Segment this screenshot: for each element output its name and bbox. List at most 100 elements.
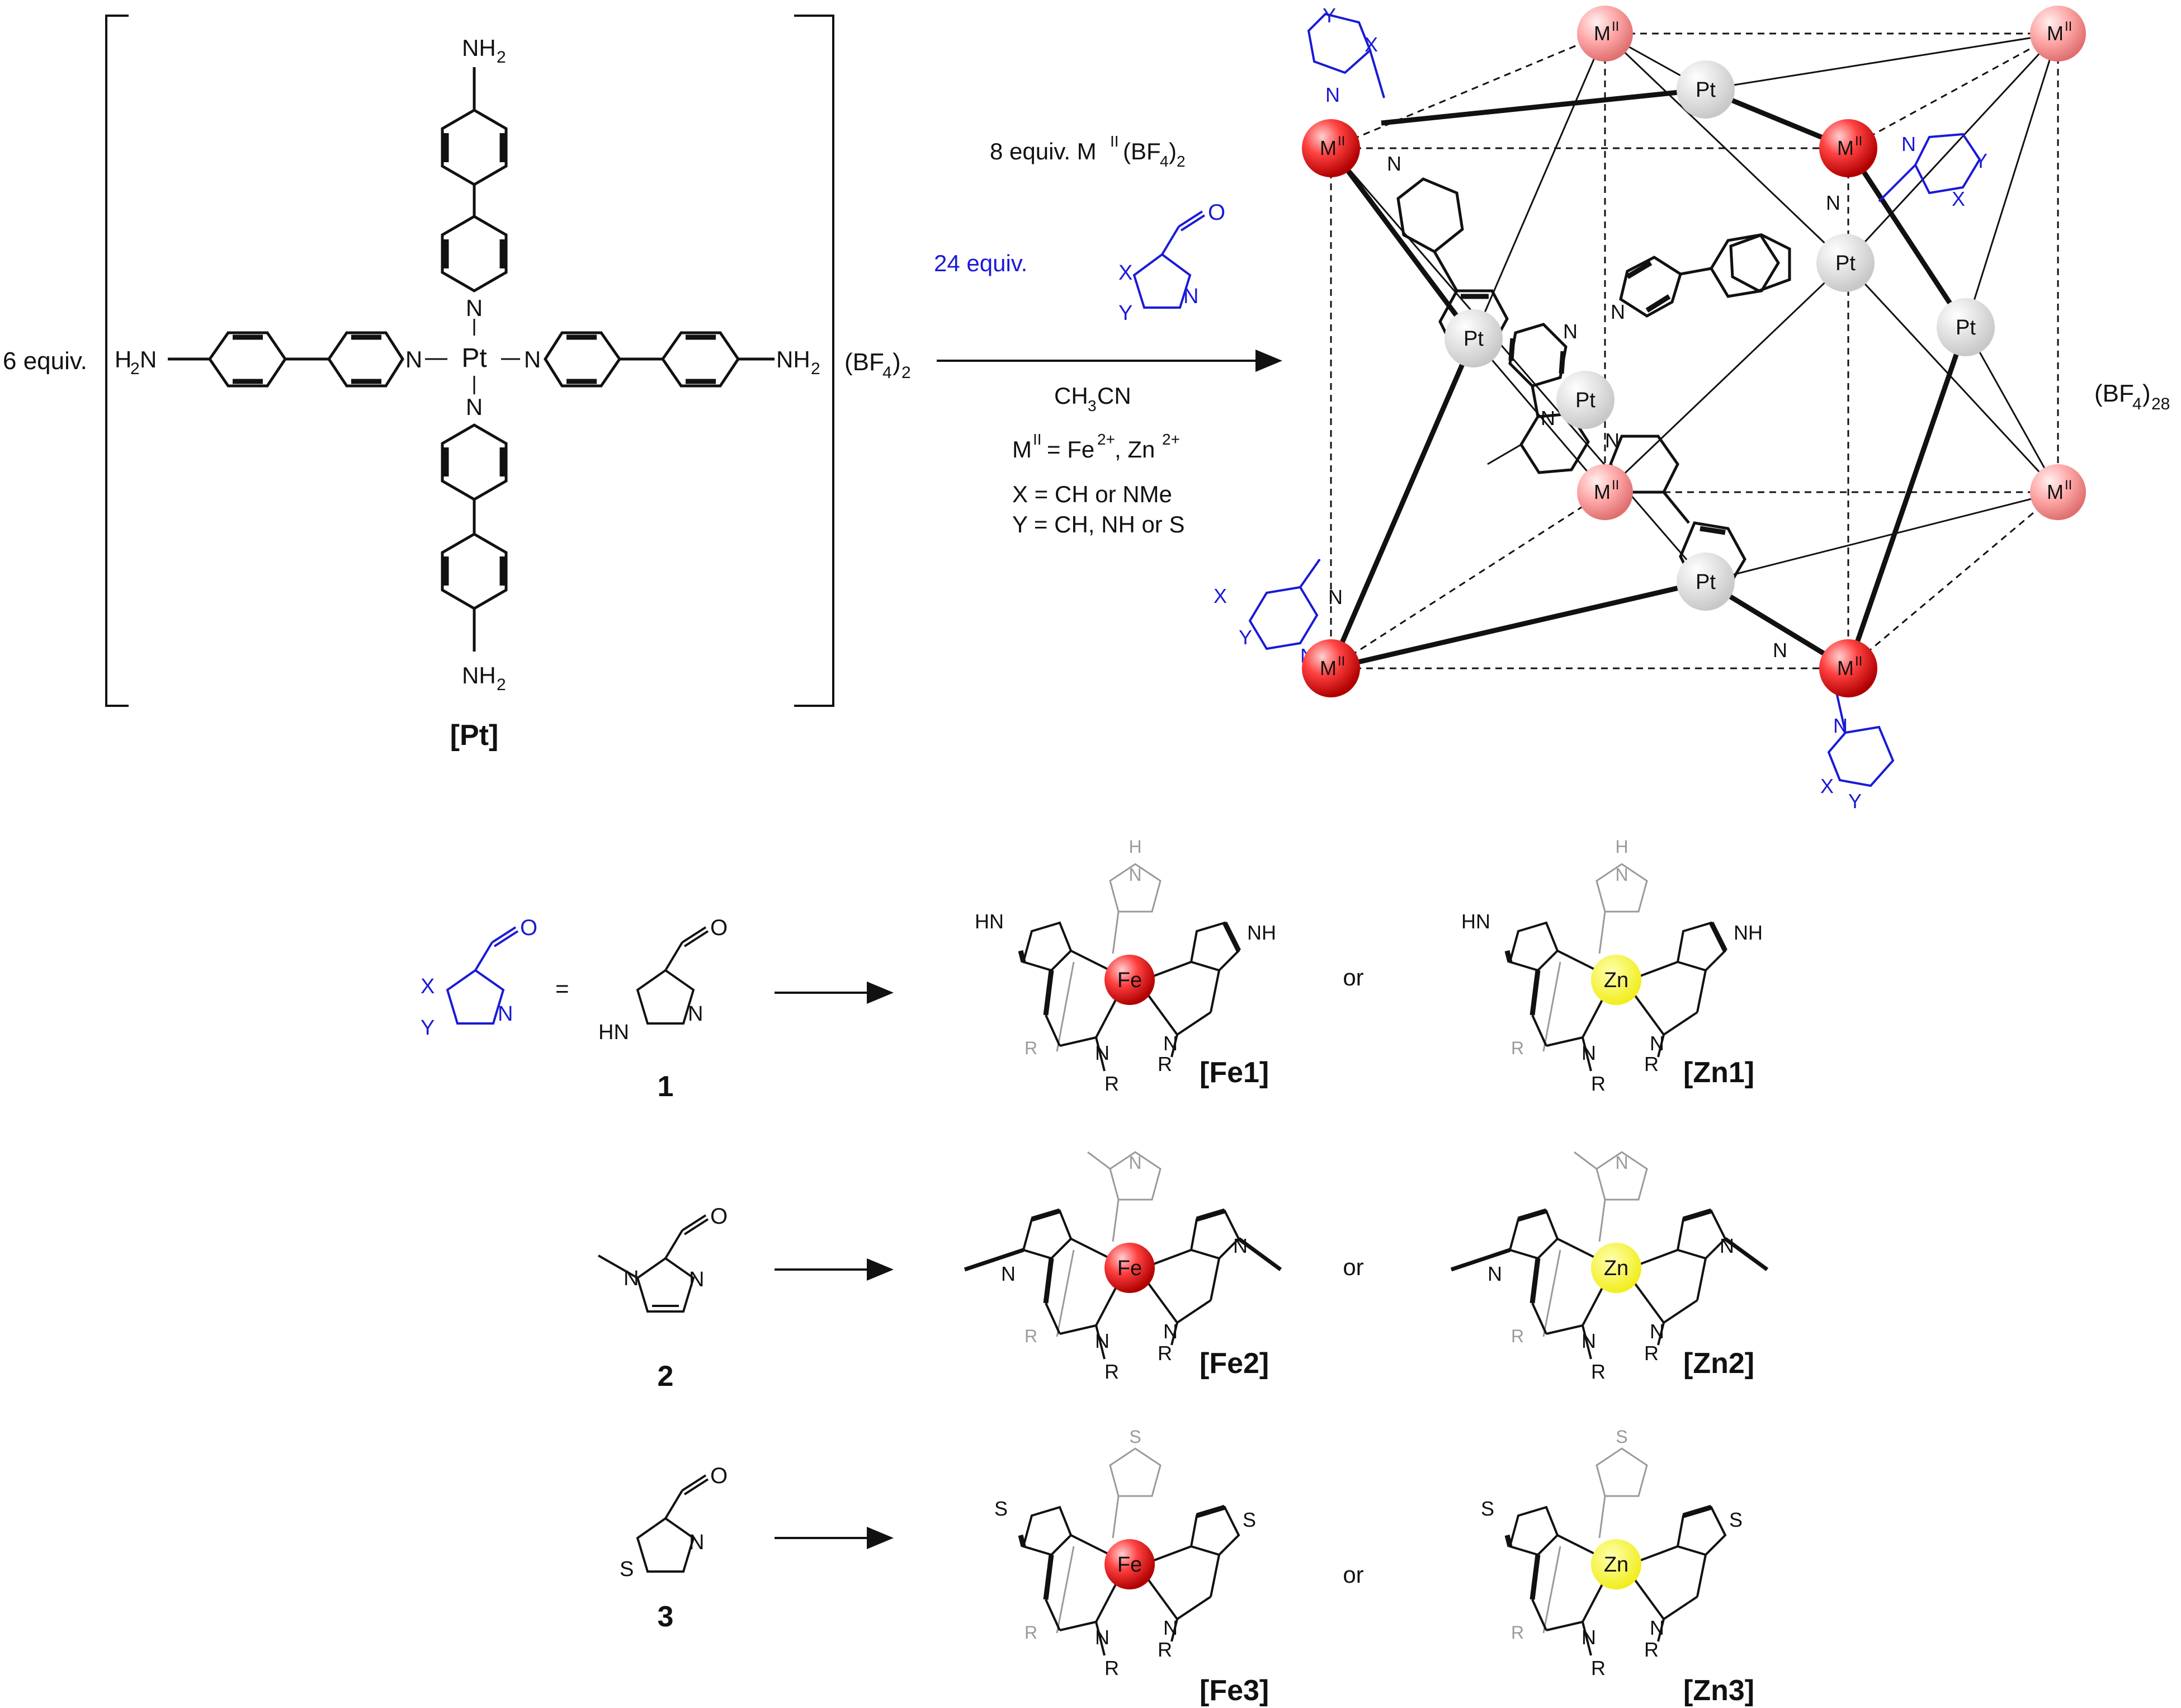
metal-def-rest: = Fe xyxy=(1047,436,1094,463)
generic-x: X xyxy=(1118,261,1132,285)
fe3-symbol: Fe xyxy=(1117,1553,1142,1577)
counterion-bf4-2: (BF xyxy=(844,348,884,376)
cage-y-4: Y xyxy=(1848,790,1862,813)
svg-text:NH: NH xyxy=(1734,921,1763,944)
svg-text:N: N xyxy=(1650,1616,1664,1639)
svg-text:II: II xyxy=(1338,134,1345,149)
svg-text:R: R xyxy=(1104,1072,1119,1095)
svg-text:R: R xyxy=(1104,1360,1119,1383)
cage-x-2: X xyxy=(1952,187,1965,210)
svg-text:R: R xyxy=(1644,1342,1659,1365)
svg-text:M: M xyxy=(1320,657,1337,680)
counterion-bf4-28-end: ) xyxy=(2142,380,2151,407)
zn2-symbol: Zn xyxy=(1604,1257,1628,1280)
svg-text:S: S xyxy=(1243,1508,1256,1531)
svg-text:HN: HN xyxy=(975,910,1004,933)
left-bracket xyxy=(105,15,129,707)
reagent-metal-sub4: 4 xyxy=(1160,153,1169,170)
svg-text:II: II xyxy=(1612,19,1619,34)
nh2-top: NH xyxy=(462,35,496,61)
m-node-front-bottom-left xyxy=(1302,639,1360,697)
complex-zn2: Zn N N N R N R N R [Zn2] xyxy=(1450,1151,1769,1383)
cage-py-n-1: N xyxy=(1563,320,1578,343)
svg-text:M: M xyxy=(2047,480,2064,503)
svg-text:R: R xyxy=(1025,1038,1037,1058)
zn3-label: [Zn3] xyxy=(1683,1674,1754,1707)
compound-number-2: 2 xyxy=(658,1360,674,1393)
svg-text:N: N xyxy=(1582,1329,1596,1352)
metal-def-zn: , Zn xyxy=(1115,436,1155,463)
pt-text-center: Pt xyxy=(1575,389,1595,412)
complex-fe2: Fe N N N R N R N R [Fe2] xyxy=(964,1151,1282,1383)
h2n-left-n: N xyxy=(140,346,157,372)
m-node-front-top-right xyxy=(1819,119,1877,177)
or-row-3: or xyxy=(1343,1561,1363,1588)
cage-py-n-3: N xyxy=(1541,407,1555,430)
cage-n-2: N xyxy=(1901,133,1916,155)
aldehyde-1-n: N xyxy=(688,1002,703,1026)
key-y: Y xyxy=(421,1016,435,1040)
svg-text:N: N xyxy=(1163,1616,1178,1639)
svg-text:N: N xyxy=(1650,1032,1664,1055)
pt-text-top: Pt xyxy=(1696,78,1716,102)
cage-ligand-strut-5 xyxy=(1729,233,1791,292)
cage-ligand-strut-2 xyxy=(1619,233,1780,318)
x-def: X = CH or NMe xyxy=(1012,481,1172,507)
svg-text:R: R xyxy=(1591,1657,1606,1679)
svg-text:II: II xyxy=(2065,478,2072,493)
svg-text:M: M xyxy=(2047,22,2064,45)
n-top: N xyxy=(466,295,483,321)
metal-def-fe-sup: 2+ xyxy=(1097,431,1115,448)
svg-text:R: R xyxy=(1158,1342,1172,1365)
pt-node-center xyxy=(1556,371,1614,429)
cage-x-3: X xyxy=(1214,584,1227,607)
zn3-symbol: Zn xyxy=(1604,1553,1628,1577)
svg-text:H: H xyxy=(1615,837,1628,857)
n-bottom: N xyxy=(466,394,483,420)
arm-left xyxy=(168,331,447,388)
pt-node-right xyxy=(1816,234,1875,292)
svg-text:S: S xyxy=(1729,1508,1743,1531)
counterion-bf4-28: (BF xyxy=(2094,380,2134,407)
svg-text:R: R xyxy=(1644,1053,1659,1075)
aldehyde-3-o: O xyxy=(710,1464,728,1488)
pt-node-top xyxy=(1677,60,1735,119)
zn2-label: [Zn2] xyxy=(1683,1347,1754,1380)
svg-text:N: N xyxy=(1615,865,1628,885)
cage-imine-n-1: N xyxy=(1387,152,1401,175)
svg-text:NH: NH xyxy=(1247,921,1276,944)
row-2: O N N 2 xyxy=(598,1151,1769,1393)
right-bracket xyxy=(794,15,834,707)
y-def: Y = CH, NH or S xyxy=(1012,511,1184,537)
solvent-cn: CN xyxy=(1097,383,1131,409)
fe1-label: [Fe1] xyxy=(1200,1056,1269,1089)
svg-text:II: II xyxy=(1855,654,1862,669)
svg-text:N: N xyxy=(1488,1262,1502,1285)
m-node-back-top-left xyxy=(1577,6,1633,62)
svg-text:N: N xyxy=(1582,1041,1596,1064)
svg-text:R: R xyxy=(1158,1638,1172,1661)
row-1: O N HN 1 xyxy=(598,837,1763,1103)
aldehyde-1-hn: HN xyxy=(598,1021,629,1044)
svg-text:M: M xyxy=(1594,480,1611,503)
svg-text:R: R xyxy=(1511,1622,1524,1643)
nh2-top-sub: 2 xyxy=(497,48,506,67)
complex-zn3: Zn S S S R N R N R [Zn3] xyxy=(1481,1427,1754,1707)
aldehyde-1-o: O xyxy=(710,916,728,940)
n-right: N xyxy=(524,346,541,372)
svg-text:M: M xyxy=(1320,136,1337,159)
reaction-conditions: 8 equiv. M II (BF 4 ) 2 24 equiv. O X Y … xyxy=(934,133,1282,537)
fe3-metal xyxy=(1104,1539,1155,1589)
svg-text:R: R xyxy=(1158,1053,1172,1075)
svg-text:II: II xyxy=(2065,19,2072,34)
svg-text:N: N xyxy=(1095,1626,1110,1649)
svg-text:R: R xyxy=(1591,1360,1606,1383)
pt-text-bottom: Pt xyxy=(1696,570,1716,594)
svg-text:HN: HN xyxy=(1461,910,1490,933)
svg-text:R: R xyxy=(1511,1038,1524,1058)
cage-py-n-2: N xyxy=(1611,300,1625,323)
h2n-left: H xyxy=(115,346,131,372)
svg-text:N: N xyxy=(1001,1262,1016,1285)
fe1-symbol: Fe xyxy=(1117,969,1142,992)
